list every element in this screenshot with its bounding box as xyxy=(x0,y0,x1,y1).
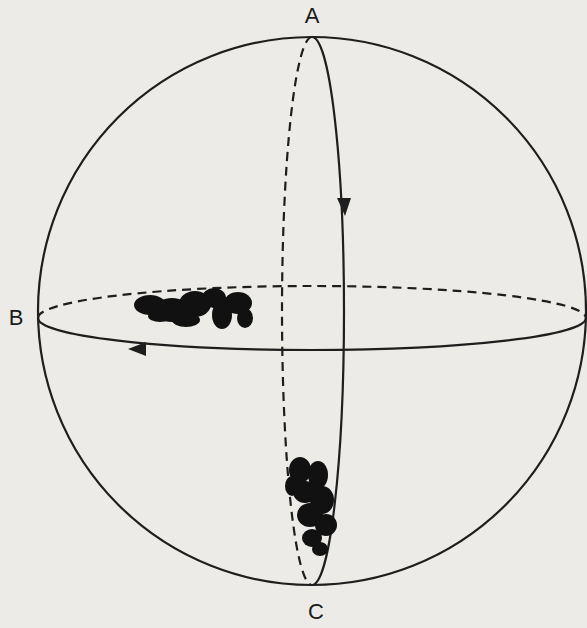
arrowhead-down xyxy=(337,198,351,216)
point-label: B xyxy=(9,307,24,329)
insect-cluster xyxy=(134,288,253,329)
point-label: C xyxy=(308,601,324,623)
sphere-outline xyxy=(38,37,586,585)
insect-cluster xyxy=(285,457,337,556)
front-equator xyxy=(38,318,586,350)
back-meridian xyxy=(282,37,312,585)
point-label: A xyxy=(305,5,320,27)
back-equator xyxy=(38,286,586,318)
arrowhead-left xyxy=(128,342,146,356)
